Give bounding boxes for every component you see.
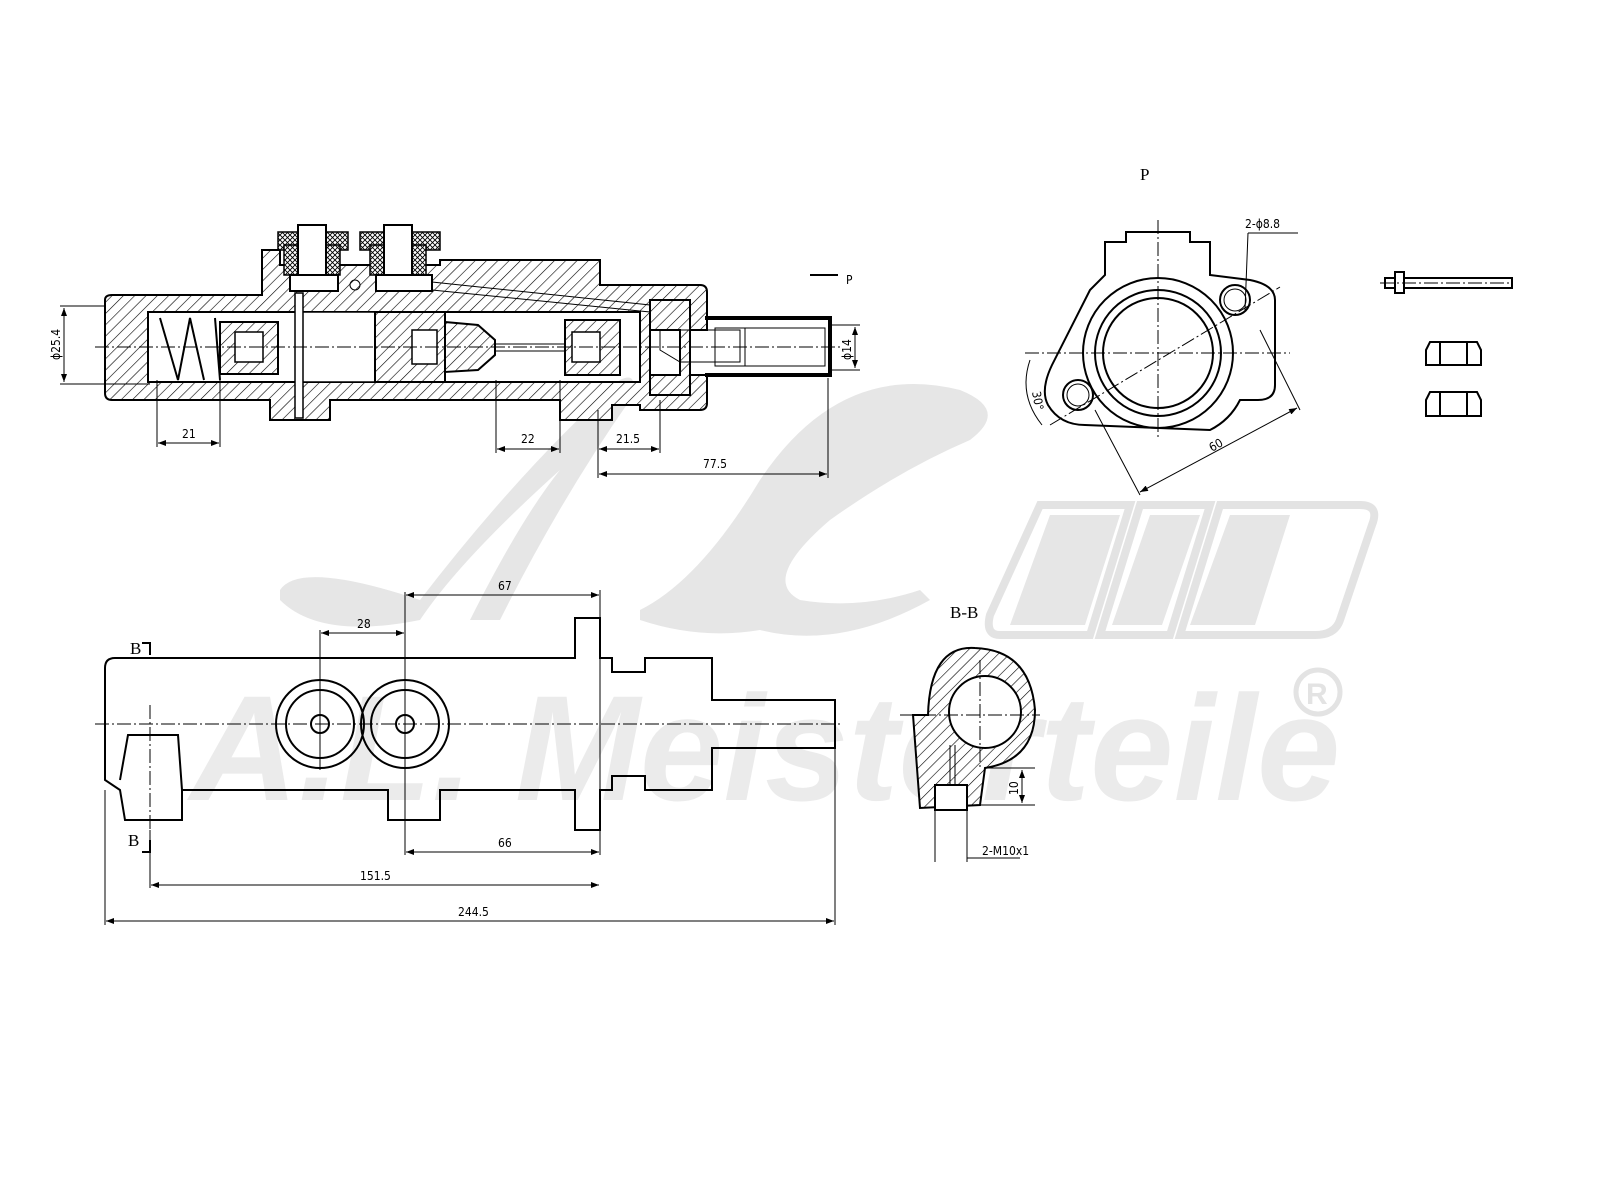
hardware-parts <box>1380 271 1513 417</box>
dim-22: 22 <box>521 432 535 446</box>
plan-view: 28 67 66 151.5 244.5 B B <box>95 579 840 925</box>
reservoir-port-1 <box>277 224 349 292</box>
end-view-title: P <box>1140 165 1149 184</box>
dim-21: 21 <box>182 427 196 441</box>
registered-mark: R <box>1306 678 1328 711</box>
view-arrow-p-label: P <box>846 273 853 287</box>
dim-67: 67 <box>498 579 512 593</box>
hole-spacing-60: 60 <box>1207 436 1226 455</box>
dim-244-5: 244.5 <box>458 905 489 919</box>
depth-10: 10 <box>1007 781 1021 795</box>
dim-77-5: 77.5 <box>703 457 727 471</box>
nut-2 <box>1425 391 1482 417</box>
section-mark-b-top: B <box>130 639 141 658</box>
dim-28: 28 <box>357 617 371 631</box>
section-mark-b-bottom: B <box>128 831 139 850</box>
reservoir-port-2 <box>359 224 441 292</box>
nut-1 <box>1425 341 1482 366</box>
dim-66: 66 <box>498 836 512 850</box>
dim-21-5: 21.5 <box>616 432 640 446</box>
hole-callout: 2-ϕ8.8 <box>1245 217 1280 231</box>
section-view: ϕ25.4 ϕ14 21 22 21.5 77.5 P <box>49 224 860 478</box>
end-view-p: P 2-ϕ8.8 30° 60 <box>1025 165 1301 496</box>
dim-outlet-diameter: ϕ14 <box>840 339 854 360</box>
angle-30: 30° <box>1029 390 1046 411</box>
thread-callout: 2-M10x1 <box>982 844 1029 858</box>
section-bb-title: B-B <box>950 603 978 622</box>
dim-151-5: 151.5 <box>360 869 391 883</box>
section-bb: B-B 10 2-M10x1 <box>900 603 1040 862</box>
watermark-logo: A.L. Meisterteile R <box>186 377 1379 832</box>
dim-bore-diameter: ϕ25.4 <box>49 329 63 360</box>
